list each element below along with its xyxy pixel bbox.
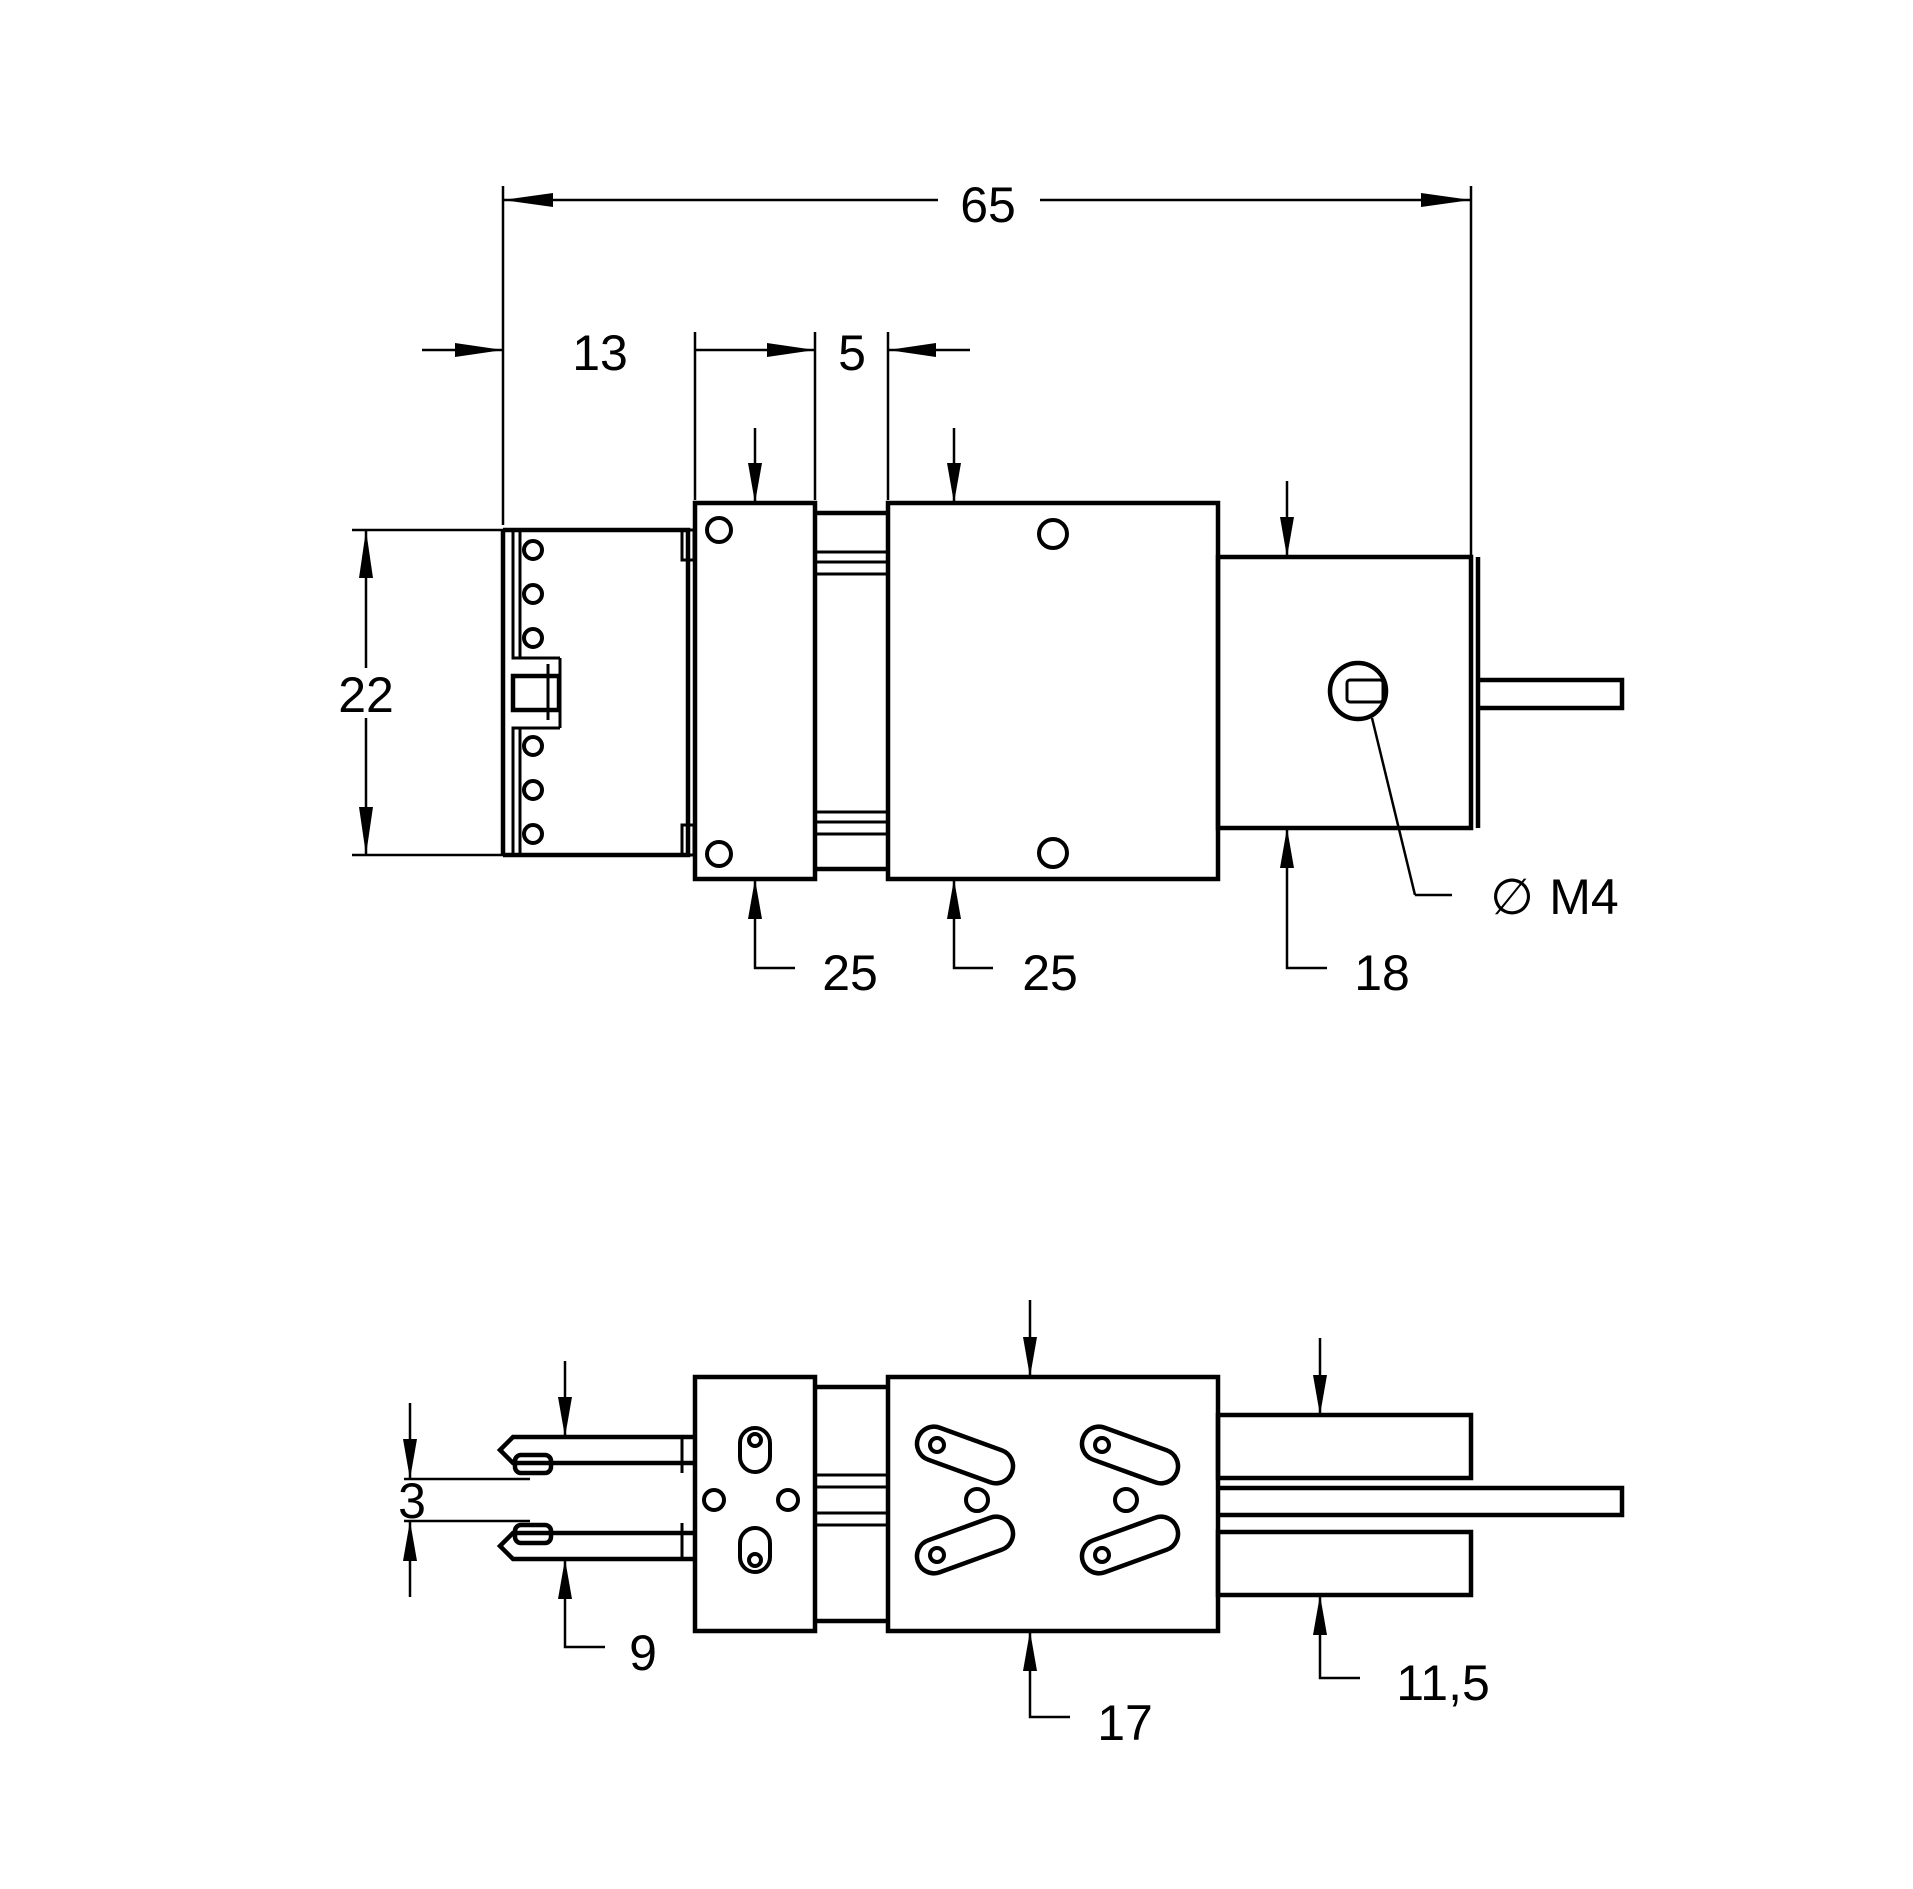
top-view: 65 13 5 22: [338, 177, 1625, 1001]
module-b-bottom: [885, 1374, 1221, 1634]
leader-module-b-bottom: 25: [947, 879, 1078, 1001]
mount-hole: [705, 840, 733, 868]
dim-label-25b: 25: [1022, 945, 1078, 1001]
motor-housing: [1215, 554, 1481, 831]
thread-hole-m4: ∅ M4: [1327, 660, 1619, 925]
leader-motor-bottom-top: [1313, 1338, 1327, 1415]
dimension-spacer-5: 5: [693, 325, 970, 500]
dimension-gripper-13: 13: [422, 325, 628, 381]
jaw-fingers: [496, 1434, 695, 1562]
dim-label-65: 65: [960, 177, 1016, 233]
leader-module-a-top: [748, 428, 762, 503]
leader-jaw-top: [558, 1361, 572, 1437]
dim-label-m4: M4: [1549, 869, 1618, 925]
dim-label-25a: 25: [822, 945, 878, 1001]
module-a-bottom: [692, 1374, 818, 1634]
slot-top-left: [914, 1424, 1016, 1486]
mount-hole: [1037, 518, 1069, 550]
mount-hole: [1037, 837, 1069, 869]
leader-motor-bottom: 18: [1280, 828, 1410, 1001]
dim-label-22: 22: [338, 667, 394, 723]
slot-bottom-right: [1079, 1514, 1181, 1576]
dim-label-18: 18: [1354, 945, 1410, 1001]
diameter-symbol: ∅: [1490, 869, 1534, 925]
dim-label-17: 17: [1097, 1695, 1153, 1751]
leader-center-top: [1023, 1300, 1037, 1377]
leader-module-b-top: [947, 428, 961, 503]
bottom-view: 3 9: [398, 1300, 1625, 1751]
module-a: [692, 500, 818, 882]
leader-center-bottom: 17: [1023, 1631, 1153, 1751]
motor-bottom: [1215, 1412, 1625, 1598]
slot-top-right: [1079, 1424, 1181, 1486]
dimension-jaw-gap-3: 3: [398, 1403, 530, 1597]
motor-shaft: [1478, 677, 1625, 711]
spacer-rails-bottom: [815, 1384, 888, 1624]
dim-label-5: 5: [838, 325, 866, 381]
dim-label-11-5: 11,5: [1396, 1655, 1490, 1711]
gripper-jaws: [500, 527, 696, 858]
mount-hole: [705, 516, 733, 544]
dim-label-3: 3: [398, 1473, 426, 1529]
dimension-height-22: 22: [338, 528, 503, 857]
leader-module-a-bottom: 25: [748, 879, 878, 1001]
dim-label-9: 9: [629, 1625, 657, 1681]
leader-jaw-bottom: 9: [558, 1559, 657, 1681]
dimension-overall-65: 65: [501, 177, 1473, 555]
spacer-rails: [815, 510, 888, 872]
module-b: [885, 500, 1221, 882]
leader-motor-top: [1280, 481, 1294, 557]
leader-motor-bottom-bottom: 11,5: [1313, 1595, 1490, 1711]
dim-label-13: 13: [572, 325, 628, 381]
gripper-holes: [522, 539, 544, 845]
slot-bottom-left: [914, 1514, 1016, 1576]
